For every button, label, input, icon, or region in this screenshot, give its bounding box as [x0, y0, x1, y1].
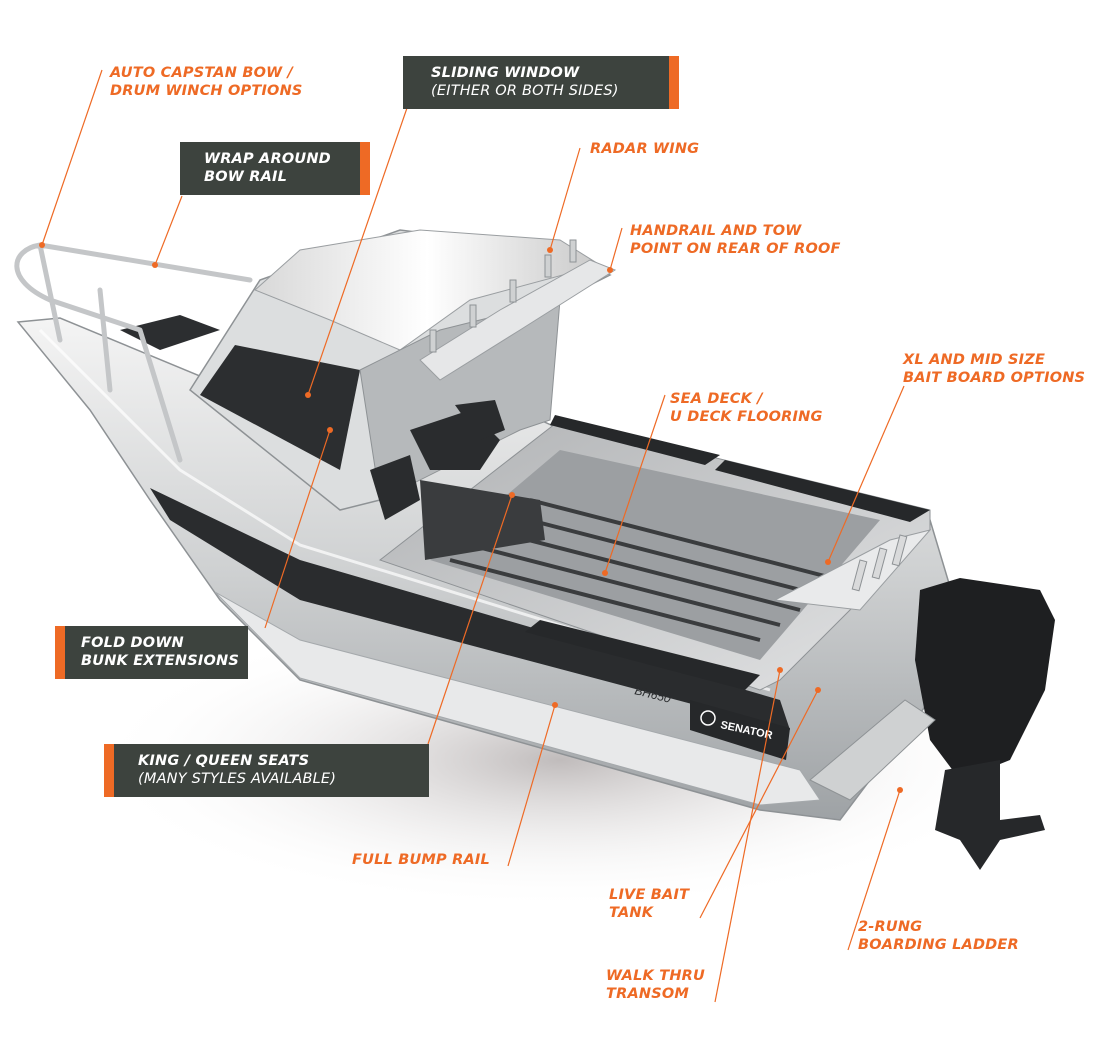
callout-sea-deck: SEA DECK / U DECK FLOORING: [670, 391, 823, 426]
callout-xl-bait-line1: XL AND MID SIZE: [903, 352, 1046, 368]
callout-live-bait: LIVE BAIT TANK: [609, 887, 689, 922]
callout-king-queen-line1: KING / QUEEN SEATS: [138, 753, 310, 769]
leader-dots: [39, 242, 903, 793]
callout-fold-down: FOLD DOWN BUNK EXTENSIONS: [55, 626, 248, 679]
callout-auto-capstan: AUTO CAPSTAN BOW / DRUM WINCH OPTIONS: [110, 65, 303, 100]
callout-xl-bait-line2: BAIT BOARD OPTIONS: [903, 369, 1086, 386]
callout-auto-capstan-line1: AUTO CAPSTAN BOW /: [110, 65, 294, 81]
accent-stripe: [360, 142, 370, 195]
bow-rail: [14, 242, 253, 463]
callout-boarding-ladder-line1: 2-RUNG: [858, 919, 923, 935]
callout-sea-deck-line2: U DECK FLOORING: [670, 408, 823, 425]
callout-sliding-window: SLIDING WINDOW (EITHER OR BOTH SIDES): [403, 56, 679, 109]
accent-stripe: [104, 744, 114, 797]
callout-full-bump-line1: FULL BUMP RAIL: [352, 852, 490, 868]
deck: [378, 415, 932, 691]
callout-walk-thru-line1: WALK THRU: [606, 968, 705, 984]
rod-holders: [851, 534, 908, 592]
leader-lines: [41, 69, 905, 1003]
callout-radar-wing-line1: RADAR WING: [590, 141, 700, 157]
outboard-motor: [915, 578, 1055, 870]
callout-wrap-around-line2: BOW RAIL: [204, 168, 288, 185]
callout-walk-thru: WALK THRU TRANSOM: [606, 968, 705, 1003]
accent-stripe: [55, 626, 65, 679]
radar-wing: [419, 239, 617, 381]
callout-boarding-ladder: 2-RUNG BOARDING LADDER: [858, 919, 1019, 954]
callout-live-bait-line1: LIVE BAIT: [609, 887, 690, 903]
callout-sea-deck-line1: SEA DECK /: [670, 391, 763, 407]
callout-king-queen: KING / QUEEN SEATS (MANY STYLES AVAILABL…: [104, 744, 429, 797]
callout-wrap-around: WRAP AROUND BOW RAIL: [180, 142, 370, 195]
callout-xl-bait: XL AND MID SIZE BAIT BOARD OPTIONS: [903, 352, 1085, 387]
seats: [370, 400, 545, 560]
accent-stripe: [669, 56, 679, 109]
callout-handrail-line2: POINT ON REAR OF ROOF: [630, 240, 841, 257]
callout-fold-down-line1: FOLD DOWN: [81, 635, 184, 651]
callout-sliding-window-line1: SLIDING WINDOW: [431, 65, 580, 81]
callout-walk-thru-line2: TRANSOM: [606, 985, 690, 1002]
callout-live-bait-line2: TANK: [609, 904, 654, 921]
callout-handrail: HANDRAIL AND TOW POINT ON REAR OF ROOF: [630, 223, 841, 258]
callout-fold-down-line2: BUNK EXTENSIONS: [81, 652, 240, 669]
callout-wrap-around-line1: WRAP AROUND: [204, 151, 331, 167]
callout-full-bump: FULL BUMP RAIL: [352, 852, 490, 870]
cabin: [120, 229, 612, 511]
callout-king-queen-line2: (MANY STYLES AVAILABLE): [138, 770, 337, 787]
callout-handrail-line1: HANDRAIL AND TOW: [630, 223, 802, 239]
callout-sliding-window-line2: (EITHER OR BOTH SIDES): [431, 82, 619, 99]
callout-auto-capstan-line2: DRUM WINCH OPTIONS: [110, 82, 303, 99]
boarding-ladder: [809, 699, 936, 801]
senator-logo-icon: [700, 710, 716, 726]
callout-radar-wing: RADAR WING: [590, 141, 699, 159]
callout-boarding-ladder-line2: BOARDING LADDER: [858, 936, 1019, 953]
